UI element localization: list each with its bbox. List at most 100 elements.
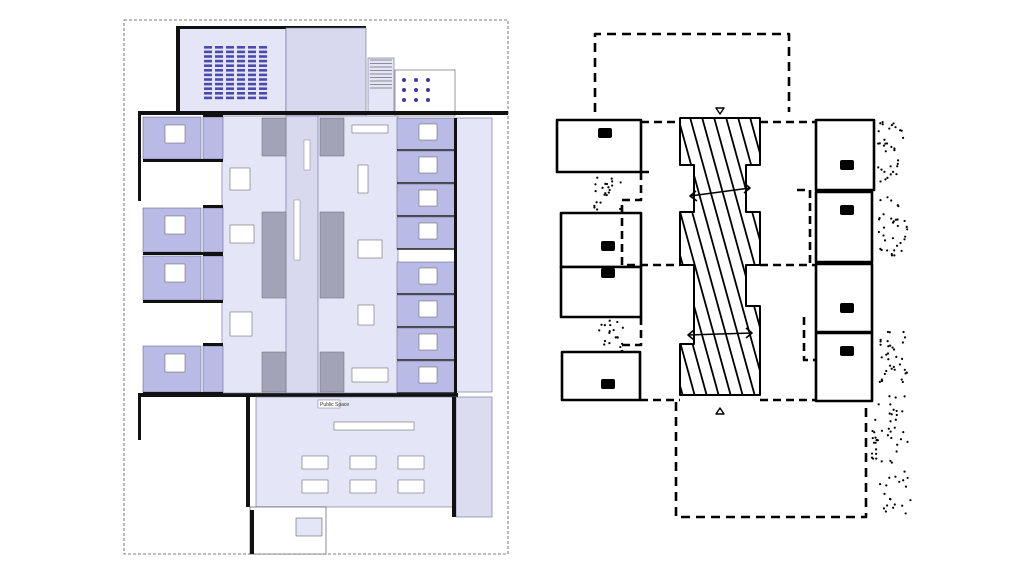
texture-dot	[896, 443, 899, 446]
texture-dot	[906, 476, 909, 480]
seat	[248, 64, 256, 67]
texture-dot	[889, 430, 892, 433]
texture-dot	[903, 336, 907, 339]
texture-dot	[880, 356, 883, 359]
seat	[215, 96, 223, 100]
texture-dot	[901, 341, 905, 344]
texture-dot	[877, 130, 880, 133]
texture-dot	[899, 129, 902, 132]
unit-markers	[598, 128, 854, 389]
public-hall: Public Space	[246, 396, 493, 518]
seat	[226, 96, 234, 100]
texture-dot	[874, 436, 877, 439]
texture-dot	[607, 191, 610, 194]
texture-dot	[891, 346, 894, 349]
seat	[259, 50, 267, 54]
seat	[248, 69, 256, 72]
texture-dot	[887, 358, 890, 361]
seat	[248, 82, 256, 86]
wall-main-top	[138, 111, 508, 115]
ensuite	[202, 207, 224, 253]
texture-dot	[889, 498, 892, 501]
texture-dot	[898, 480, 901, 483]
seat	[237, 82, 245, 86]
texture-dot	[889, 173, 892, 176]
seat	[248, 87, 256, 90]
right-unit-3	[814, 262, 874, 334]
texture-dot	[593, 204, 596, 207]
hatch-line	[964, 110, 1024, 400]
texture-dot	[877, 218, 881, 221]
texture-dot	[886, 196, 889, 199]
stair-treads	[370, 59, 392, 89]
bed	[418, 366, 438, 384]
service-cores	[261, 117, 345, 393]
left-unit-2	[559, 211, 643, 269]
seat	[237, 73, 245, 77]
hall-table	[349, 455, 377, 470]
seat	[226, 87, 234, 90]
texture-dot	[890, 254, 894, 257]
texture-dot	[874, 418, 877, 421]
texture-dot	[616, 336, 619, 339]
texture-dot	[886, 352, 890, 355]
texture-dot	[895, 450, 898, 453]
texture-dot	[884, 510, 887, 513]
texture-dot	[891, 237, 895, 240]
seat	[259, 92, 267, 95]
texture-dot	[881, 123, 884, 126]
texture-dot	[873, 431, 876, 434]
seat	[215, 64, 223, 67]
service-core	[261, 117, 287, 157]
seat	[215, 87, 223, 90]
room-wall	[143, 300, 223, 303]
texture-dot	[596, 208, 599, 211]
room-wall	[143, 159, 223, 162]
texture-dot	[893, 147, 896, 150]
bathroom-fixtures	[402, 78, 430, 102]
texture-dot	[888, 127, 891, 130]
texture-dot	[893, 503, 896, 506]
seat	[248, 73, 256, 77]
texture-dot	[893, 249, 896, 252]
texture-dot	[892, 506, 895, 509]
texture-dot	[877, 166, 880, 169]
bottom-public-space-dashed	[674, 402, 868, 519]
concept-diagram	[555, 32, 1024, 519]
texture-dot	[894, 126, 897, 129]
texture-dot	[875, 438, 878, 442]
unit-marker	[598, 128, 612, 138]
texture-dot	[905, 371, 908, 374]
texture-dot	[871, 429, 874, 433]
seat	[226, 73, 234, 77]
texture-dot	[879, 180, 882, 183]
hatch-line	[680, 118, 721, 395]
texture-dot	[871, 436, 874, 440]
texture-dot	[896, 159, 900, 162]
texture-dot	[874, 441, 877, 444]
hatch-line	[976, 110, 1024, 400]
texture-dot	[880, 168, 883, 171]
hall-table	[301, 479, 329, 494]
texture-dot	[877, 403, 880, 406]
seat	[226, 82, 234, 86]
seat	[215, 73, 223, 77]
furniture-piece	[229, 224, 255, 244]
seat	[204, 73, 212, 77]
east-terrace	[455, 117, 493, 393]
texture-dot	[909, 499, 912, 502]
fixture	[402, 78, 406, 82]
seat	[226, 59, 234, 63]
texture-dot	[599, 201, 602, 204]
room-wall	[203, 253, 223, 256]
texture-dot	[619, 181, 622, 184]
hatch-line	[892, 110, 972, 400]
hatch-line	[680, 118, 745, 395]
texture-dot	[903, 368, 906, 371]
texture-dot	[899, 438, 903, 441]
texture-dot	[901, 504, 904, 507]
entry-marker-top	[715, 107, 725, 115]
texture-dot	[890, 367, 893, 370]
unit-marker	[840, 160, 854, 170]
texture-dot	[883, 239, 887, 242]
